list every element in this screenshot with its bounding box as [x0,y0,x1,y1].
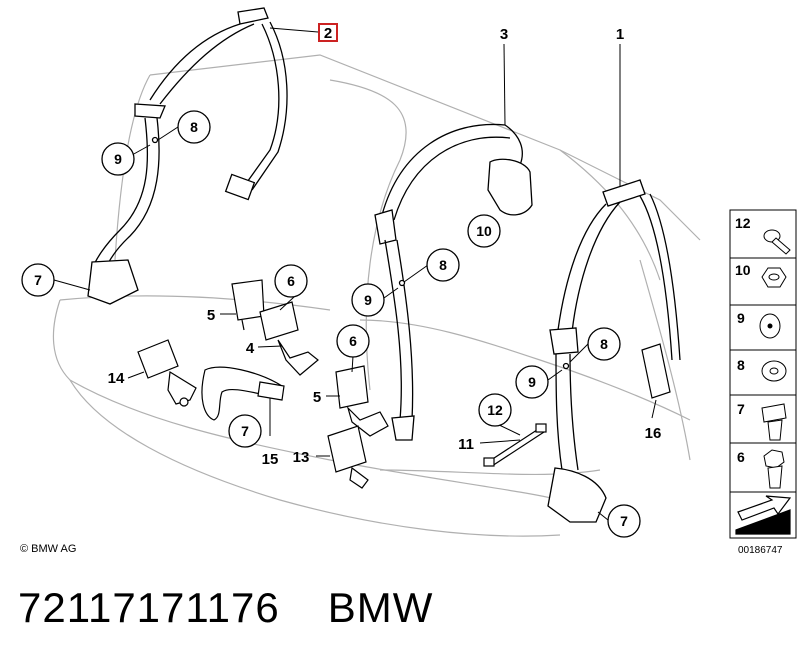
callout-8-right: 8 [600,336,608,352]
part-16 [641,343,671,399]
bolt-6-icon [763,449,785,489]
bracket-11 [483,423,547,467]
callout-circles [21,110,641,538]
callout-10: 10 [476,223,492,239]
brand-name: BMW [327,584,434,631]
buckle-5-center [335,365,389,437]
callout-6-left: 6 [287,273,295,289]
callout-7-center: 7 [241,423,249,439]
legend-item-12: 12 [735,215,751,231]
callout-2-highlight [318,23,338,42]
copyright: © BMW AG [20,543,76,555]
callout-16: 16 [645,425,662,442]
legend-item-10: 10 [735,262,751,278]
callout-1: 1 [616,26,624,43]
spacer-8-icon [761,360,787,382]
diagram-number: 00186747 [738,545,783,556]
callout-6-center: 6 [349,333,357,349]
leader-lines [53,27,657,521]
callout-13: 13 [293,449,310,466]
callout-9-right: 9 [528,374,536,390]
callout-9-left: 9 [114,151,122,167]
callout-2: 2 [324,25,332,42]
callout-7-right: 7 [620,513,628,529]
callout-14: 14 [108,370,125,387]
buckle-13 [327,425,369,489]
belt-2 [87,7,288,305]
legend-item-7: 7 [737,401,745,417]
strap-15 [201,366,285,421]
hardware-legend: 12 10 9 8 7 6 [729,209,797,539]
buckle-6-left [259,301,319,376]
belt-3 [374,123,533,441]
buckle-14 [137,339,197,407]
callout-11: 11 [458,436,474,453]
callout-7-left: 7 [34,272,42,288]
bolt-7-icon [761,403,787,441]
callout-5-left: 5 [207,307,215,324]
callout-8-left: 8 [190,119,198,135]
callout-12: 12 [487,402,503,418]
legend-item-8: 8 [737,357,745,373]
callout-5-center: 5 [313,389,321,406]
callout-3: 3 [500,26,508,43]
callout-8-center: 8 [439,257,447,273]
buckle-5-left [231,279,265,331]
nut-10-icon [761,267,787,288]
washer-9-icon [759,313,781,339]
callout-4: 4 [246,340,255,357]
callout-9-center: 9 [364,292,372,308]
screw-12-icon [763,229,791,255]
part-number: 72117171176 [18,584,280,631]
callout-15: 15 [262,451,279,468]
belt-1 [547,179,681,523]
arrow-icon [735,495,792,535]
legend-item-9: 9 [737,310,745,326]
part-caption: 72117171176 BMW [18,584,433,632]
legend-item-6: 6 [737,449,745,465]
